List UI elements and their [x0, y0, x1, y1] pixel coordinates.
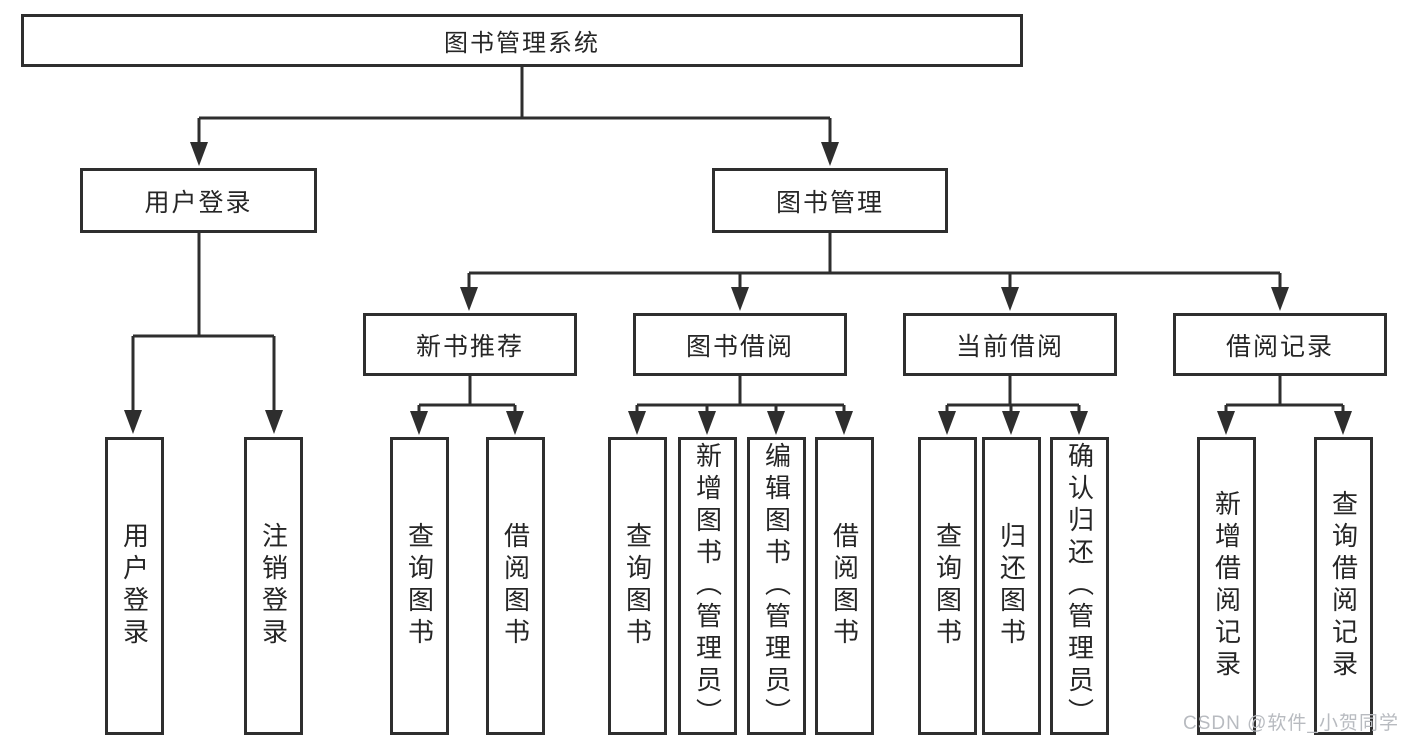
watermark: CSDN @软件_小贺同学: [1183, 713, 1399, 734]
arrowhead: [1334, 411, 1352, 435]
node-label: 图书借阅: [685, 332, 794, 361]
leaf-label: 注销登录: [258, 522, 289, 650]
leaf-label: 编辑图书（管理员）: [761, 442, 792, 730]
arrowhead: [265, 410, 283, 434]
leaf-query-books-recommend: 查询图书: [390, 437, 449, 735]
leaf-borrow-books-borrowing: 借阅图书: [815, 437, 874, 735]
node-user-login: 用户登录: [80, 168, 317, 233]
leaf-confirm-return-admin: 确认归还（管理员）: [1050, 437, 1109, 735]
node-label: 新书推荐: [415, 332, 524, 361]
arrowhead: [1001, 287, 1019, 311]
arrowhead: [190, 142, 208, 166]
connector-new-book-children: [410, 376, 524, 435]
arrowhead: [938, 411, 956, 435]
leaf-add-books-admin: 新增图书（管理员）: [678, 437, 737, 735]
node-root: 图书管理系统: [21, 14, 1023, 67]
leaf-label: 用户登录: [119, 522, 150, 650]
leaf-return-books: 归还图书: [982, 437, 1041, 735]
node-label: 当前借阅: [955, 332, 1064, 361]
leaf-label: 确认归还（管理员）: [1064, 442, 1095, 730]
connector-current-borrow-children: [938, 376, 1088, 435]
arrowhead: [460, 287, 478, 311]
node-label: 借阅记录: [1225, 332, 1334, 361]
arrowhead: [1002, 411, 1020, 435]
leaf-label: 查询借阅记录: [1328, 490, 1359, 682]
connector-borrow-record-children: [1217, 376, 1352, 435]
leaf-label: 借阅图书: [829, 522, 860, 650]
leaf-query-borrow-record: 查询借阅记录: [1314, 437, 1373, 735]
node-current-borrowing: 当前借阅: [903, 313, 1117, 376]
node-root-label: 图书管理系统: [444, 30, 600, 57]
arrowhead: [1217, 411, 1235, 435]
arrowhead: [1070, 411, 1088, 435]
leaf-label: 归还图书: [996, 522, 1027, 650]
leaf-label: 查询图书: [622, 522, 653, 650]
arrowhead: [731, 287, 749, 311]
leaf-query-books-borrowing: 查询图书: [608, 437, 667, 735]
node-book-borrowing: 图书借阅: [633, 313, 847, 376]
arrowhead: [767, 411, 785, 435]
node-label: 用户登录: [144, 188, 253, 217]
leaf-query-books-current: 查询图书: [918, 437, 977, 735]
leaf-borrow-books-recommend: 借阅图书: [486, 437, 545, 735]
connector-root-to-level2: [190, 67, 839, 166]
arrowhead: [124, 410, 142, 434]
connector-book-borrow-children: [628, 376, 853, 435]
node-new-book-recommendation: 新书推荐: [363, 313, 577, 376]
arrowhead: [821, 142, 839, 166]
leaf-label: 新增图书（管理员）: [692, 442, 723, 730]
arrowhead: [835, 411, 853, 435]
leaf-label: 查询图书: [932, 522, 963, 650]
node-book-management: 图书管理: [712, 168, 948, 233]
leaf-add-borrow-record: 新增借阅记录: [1197, 437, 1256, 735]
leaf-label: 查询图书: [404, 522, 435, 650]
leaf-label: 新增借阅记录: [1211, 490, 1242, 682]
arrowhead: [628, 411, 646, 435]
leaf-logout-login: 注销登录: [244, 437, 303, 735]
arrowhead: [506, 411, 524, 435]
node-label: 图书管理: [775, 188, 884, 217]
leaf-label: 借阅图书: [500, 522, 531, 650]
connector-book-management-children: [460, 233, 1289, 311]
node-borrowing-records: 借阅记录: [1173, 313, 1387, 376]
leaf-user-login: 用户登录: [105, 437, 164, 735]
leaf-edit-books-admin: 编辑图书（管理员）: [747, 437, 806, 735]
arrowhead: [698, 411, 716, 435]
arrowhead: [1271, 287, 1289, 311]
connector-user-login-children: [124, 233, 283, 434]
arrowhead: [410, 411, 428, 435]
